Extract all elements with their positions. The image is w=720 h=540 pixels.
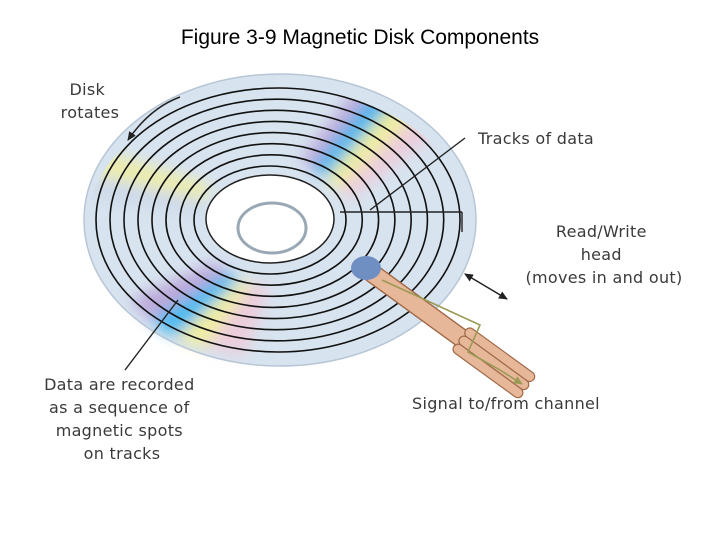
slide-title: Figure 3-9 Magnetic Disk Components [180, 26, 540, 49]
track-ring [151, 131, 396, 309]
data-pointer-line [124, 299, 179, 371]
label-tracks-of-data: Tracks of data [477, 129, 594, 148]
rotation-arrow-icon [127, 96, 181, 141]
read-write-head [351, 256, 381, 280]
label-signal: Signal to/from channel [412, 394, 600, 413]
track-ring [123, 109, 429, 331]
track-ring [137, 120, 412, 320]
track-ring [165, 142, 380, 298]
label-disk-rotates: Disk rotates [61, 80, 120, 122]
read-write-arm [351, 256, 536, 399]
tracks-pointer-line [369, 137, 466, 211]
label-data-recorded: Data are recorded as a sequence of magne… [44, 375, 200, 463]
label-read-write-head: Read/Write head (moves in and out) [525, 222, 682, 287]
data-tracks [95, 87, 461, 353]
track-ring [95, 87, 461, 353]
track-ring [193, 165, 347, 275]
track-ring [109, 98, 445, 342]
magnetic-stripes [92, 89, 465, 355]
double-headed-arrow-icon [463, 273, 508, 300]
signal-arrow-icon [381, 279, 523, 385]
track-ring [179, 154, 364, 286]
